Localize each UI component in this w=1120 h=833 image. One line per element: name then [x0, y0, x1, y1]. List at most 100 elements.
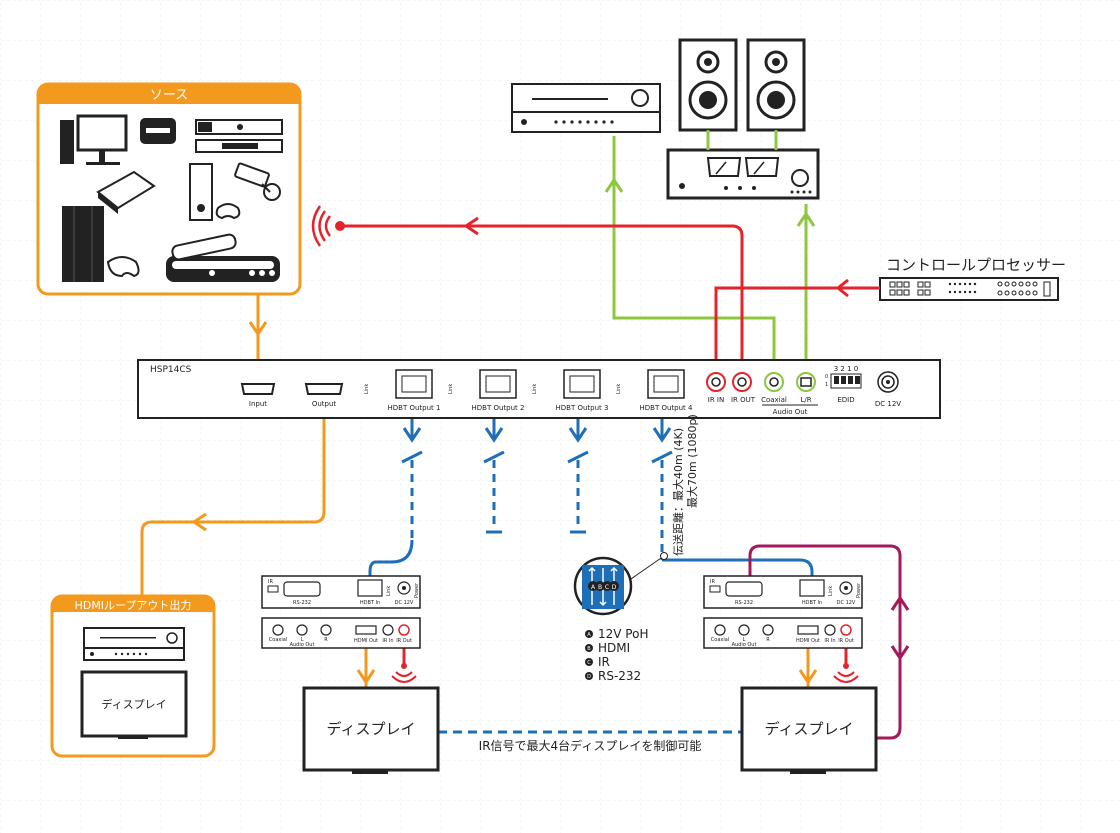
hsp14cs-unit: HSP14CS Input Output Link HDBT Output 1 … [137, 359, 941, 419]
receiver-left-ir-in-label: IR In [382, 638, 393, 644]
receiver-left-hdbt-label: HDBT In [360, 600, 380, 606]
receiver-left-audio-label: Audio Out [290, 642, 315, 648]
link-label-2: Link [448, 384, 454, 394]
loop-display-label: ディスプレイ [101, 697, 166, 711]
display-right-label: ディスプレイ [765, 720, 854, 738]
purple-rs232-cable [748, 544, 910, 740]
cable-letter-b: B [598, 584, 602, 591]
lr-audio-jack[interactable]: L/R [796, 372, 816, 404]
hdbt-output-1-port[interactable]: Link HDBT Output 1 [364, 369, 440, 412]
edid-digits: 3 2 1 0 [834, 365, 859, 373]
hdbt-output-4-port[interactable]: Link HDBT Output 4 [616, 369, 693, 412]
media-player-icon [166, 233, 280, 282]
legend-key-a: A [587, 632, 591, 638]
edid-on-label: 0 [825, 374, 828, 380]
apple-tv-icon [140, 118, 176, 144]
receiver-left: IR RS-232 HDBT In Link DC 12V Power Coax… [261, 575, 421, 649]
display-left: ディスプレイ [302, 686, 440, 774]
ir-emitter-dot [335, 221, 345, 231]
receiver-right-power-label: Power [856, 582, 862, 598]
link-label-1: Link [364, 384, 370, 394]
ir-emitter-icon [311, 205, 332, 247]
ir-control-note: IR信号で最大4台ディスプレイを制御可能 [479, 738, 702, 753]
receiver-right-ir-label: IR [710, 579, 715, 585]
output-label: Output [312, 400, 337, 408]
receiver-left-r-label: R [324, 637, 328, 643]
loop-av-receiver-icon [83, 627, 185, 661]
receiver-right-l-label: L [743, 637, 746, 643]
legend-item-d: D RS-232 [585, 669, 641, 683]
hdbt-output-2-port[interactable]: Link HDBT Output 2 [448, 369, 525, 412]
receiver-right-link-label: Link [828, 586, 834, 596]
hdbt-output-3-port[interactable]: Link HDBT Output 3 [532, 369, 609, 412]
speaker-left-icon [678, 38, 738, 132]
receiver-right-ir-in-label: IR In [824, 638, 835, 644]
receiver-right: IR RS-232 HDBT In Link DC 12V Power Coax… [703, 575, 863, 649]
legend-text-b: HDMI [598, 641, 630, 655]
legend-item-b: B HDMI [585, 641, 630, 655]
cable-legend: A 12V PoH B HDMI C IR D RS-232 [585, 627, 648, 683]
display-right: ディスプレイ [740, 686, 878, 774]
edid-label: EDID [837, 396, 854, 404]
dc-12v-jack[interactable]: DC 12V [875, 371, 901, 408]
receiver-left-link-label: Link [386, 586, 392, 596]
hdbt-output-4-label: HDBT Output 4 [640, 404, 693, 412]
legend-key-b: B [587, 646, 591, 652]
main-unit-model: HSP14CS [150, 365, 192, 375]
legend-key-d: D [587, 674, 591, 680]
hdbt-output-2-label: HDBT Output 2 [472, 404, 525, 412]
ps4-icon [62, 206, 140, 282]
hdmi-input-port[interactable]: Input [240, 383, 276, 408]
link-label-3: Link [532, 384, 538, 394]
ir-emitter-left-icon [391, 663, 417, 683]
distance-note-line1: 伝送距離：最大40m (4K) [671, 428, 685, 556]
set-top-box-icon [195, 119, 283, 153]
receiver-left-coaxial-label: Coaxial [269, 637, 287, 643]
pc-icon [60, 114, 128, 165]
display-left-label: ディスプレイ [327, 720, 416, 738]
link-label-4: Link [616, 384, 622, 394]
legend-text-d: RS-232 [598, 669, 641, 683]
speaker-right-icon [746, 38, 806, 132]
blue-hdbt-cables [368, 398, 814, 590]
receiver-left-ir-label: IR [268, 579, 273, 585]
amplifier-icon [666, 148, 820, 200]
control-processor-label: コントロールプロセッサー [886, 256, 1066, 274]
cable-letter-a: A [591, 584, 596, 591]
edid-dip-switch[interactable]: 3 2 1 0 0 1 EDID [825, 365, 862, 404]
cable-letter-d: D [612, 584, 617, 591]
callout-dot [660, 552, 668, 560]
receiver-right-rs232-label: RS-232 [735, 600, 753, 606]
legend-text-a: 12V PoH [598, 627, 648, 641]
legend-text-c: IR [598, 655, 610, 669]
legend-item-c: C IR [585, 655, 610, 669]
legend-item-a: A 12V PoH [585, 627, 648, 641]
ir-in-label: IR IN [708, 396, 724, 404]
receiver-left-power-label: Power [414, 582, 420, 598]
receiver-left-dc-label: DC 12V [395, 600, 414, 606]
ir-out-jack[interactable]: IR OUT [731, 372, 756, 404]
ir-emitter-right-icon [833, 663, 859, 683]
coaxial-label: Coaxial [761, 396, 787, 404]
legend-key-c: C [587, 660, 591, 666]
coaxial-jack[interactable]: Coaxial [761, 372, 787, 404]
receiver-left-rs232-label: RS-232 [293, 600, 311, 606]
hdmi-output-port[interactable]: Output [304, 383, 344, 408]
loop-display-icon: ディスプレイ [80, 670, 188, 739]
input-label: Input [249, 400, 267, 408]
receiver-right-hdmi-label: HDMI Out [796, 638, 820, 644]
source-panel-title: ソース [150, 88, 188, 103]
cable-letter-c: C [605, 584, 609, 591]
dc-label: DC 12V [875, 400, 901, 408]
xbox-icon [189, 163, 241, 221]
hdbt-output-3-label: HDBT Output 3 [556, 404, 609, 412]
loop-out-panel: HDMIループアウト出力 ディスプレイ [50, 594, 216, 758]
receiver-right-ir-out-label: IR Out [838, 638, 854, 644]
receiver-right-hdbt-label: HDBT In [802, 600, 822, 606]
receiver-right-audio-label: Audio Out [732, 642, 757, 648]
ir-in-jack[interactable]: IR IN [706, 372, 726, 404]
loop-out-panel-title: HDMIループアウト出力 [75, 598, 192, 612]
security-camera-icon [234, 162, 281, 201]
av-receiver-icon [511, 83, 661, 133]
